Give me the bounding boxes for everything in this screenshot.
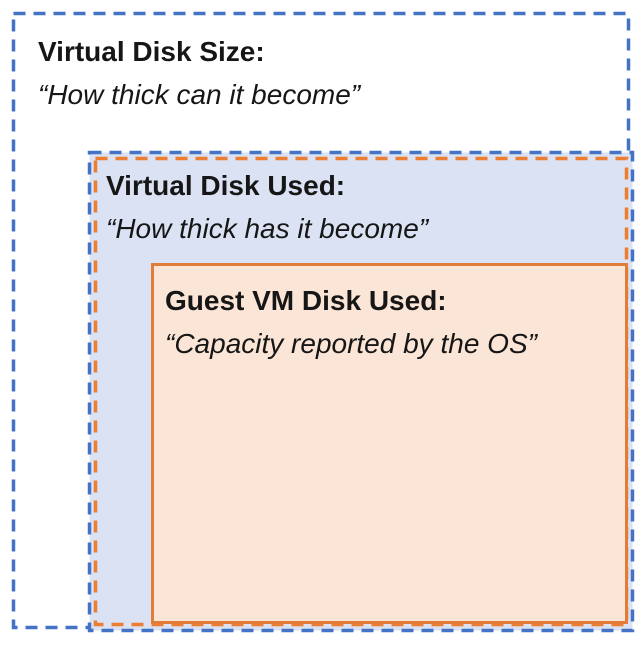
virtual-disk-size-label: Virtual Disk Size: “How thick can it bec… [38, 30, 360, 116]
guest-vm-disk-used-label: Guest VM Disk Used: “Capacity reported b… [165, 279, 537, 365]
virtual-disk-size-title: Virtual Disk Size: [38, 36, 265, 67]
virtual-disk-used-title: Virtual Disk Used: [106, 170, 346, 201]
guest-vm-disk-used-subtitle: “Capacity reported by the OS” [165, 328, 537, 359]
virtual-disk-used-subtitle: “How thick has it become” [106, 213, 429, 244]
virtual-disk-used-label: Virtual Disk Used: “How thick has it bec… [106, 164, 428, 250]
guest-vm-disk-used-title: Guest VM Disk Used: [165, 285, 447, 316]
guest-vm-disk-used-box [151, 263, 628, 624]
virtual-disk-size-subtitle: “How thick can it become” [38, 79, 361, 110]
